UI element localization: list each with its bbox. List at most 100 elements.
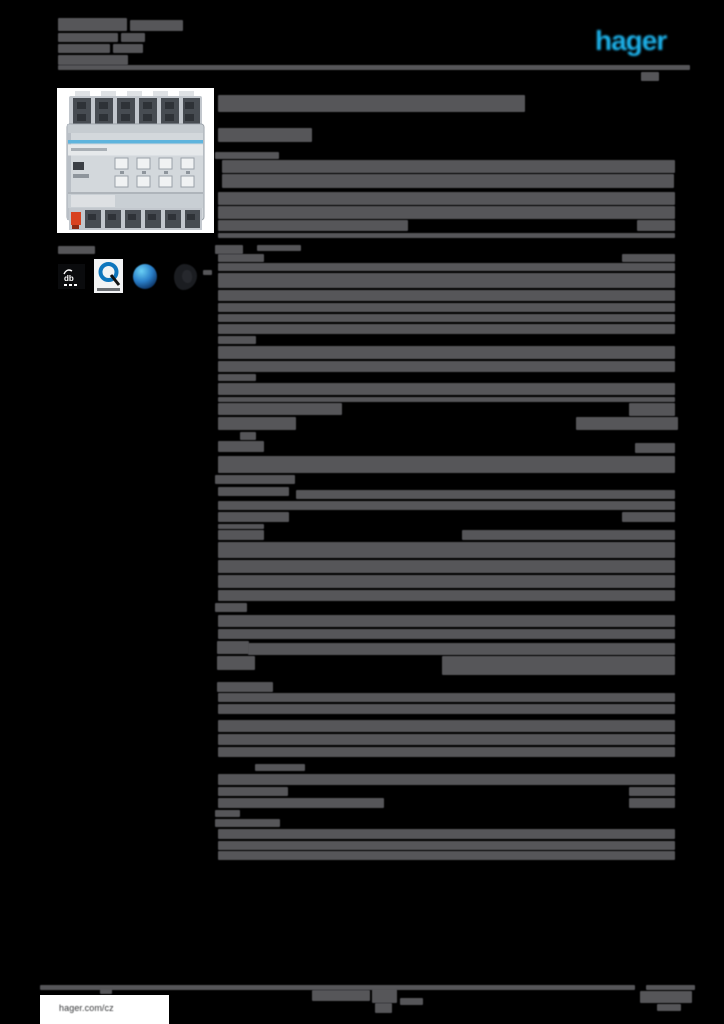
redacted-text-bar — [58, 246, 95, 254]
redacted-text-bar — [218, 314, 675, 322]
redacted-text-bar — [218, 361, 675, 372]
redacted-text-bar — [218, 336, 256, 344]
redacted-text-bar — [218, 233, 675, 238]
redacted-text-bar — [462, 530, 675, 540]
redacted-text-bar — [58, 65, 690, 70]
redacted-text-bar — [218, 734, 675, 745]
redacted-text-bar — [58, 33, 118, 42]
redacted-text-bar — [218, 747, 675, 757]
redacted-text-bar — [217, 682, 273, 692]
redacted-text-bar — [215, 810, 240, 817]
redacted-text-bar — [372, 989, 397, 1003]
redacted-text-bar — [218, 417, 296, 430]
knx-quality-q-icon — [94, 259, 123, 293]
redacted-text-bar — [217, 656, 255, 670]
redacted-text-bar — [215, 603, 247, 612]
redacted-text-bar — [218, 787, 288, 796]
redacted-text-bar — [657, 1004, 681, 1011]
redacted-text-bar — [629, 403, 675, 416]
redacted-text-bar — [218, 615, 675, 627]
redacted-text-bar — [218, 220, 408, 231]
redacted-text-bar — [121, 33, 145, 42]
redacted-text-bar — [40, 985, 635, 990]
redacted-text-bar — [218, 774, 675, 785]
redacted-text-bar — [218, 263, 675, 271]
redacted-text-bar — [296, 490, 675, 499]
redacted-text-bar — [218, 254, 264, 262]
redacted-text-bar — [637, 220, 675, 231]
redacted-text-bar — [218, 487, 289, 496]
redacted-text-bar — [218, 524, 264, 529]
redacted-text-bar — [217, 641, 249, 654]
redacted-text-bar — [218, 629, 675, 639]
redacted-text-bar — [113, 44, 143, 53]
blue-globe-sphere — [133, 264, 157, 289]
redacted-text-bar — [629, 798, 675, 808]
redacted-text-bar — [218, 704, 675, 714]
redacted-text-bar — [58, 55, 128, 65]
redacted-text-bar — [218, 560, 675, 573]
product-photo-drawing — [66, 91, 205, 230]
redacted-text-bar — [218, 798, 384, 808]
redacted-text-bar — [218, 397, 675, 402]
redacted-text-bar — [218, 128, 312, 142]
black-badge-icon: db — [58, 264, 85, 289]
redacted-text-bar — [218, 829, 675, 839]
redacted-text-bar — [218, 192, 675, 205]
redacted-text-bar — [218, 590, 675, 601]
redacted-text-bar — [218, 542, 675, 558]
redacted-text-bar — [222, 160, 675, 173]
redacted-text-bar — [218, 95, 525, 112]
redacted-text-bar — [218, 290, 675, 301]
redacted-text-bar — [218, 501, 675, 510]
dark-silhouette-shape — [174, 264, 197, 290]
redacted-text-bar — [442, 656, 675, 675]
redacted-text-bar — [218, 324, 675, 334]
redacted-text-bar — [58, 44, 110, 53]
hager-logo: hager — [595, 25, 667, 56]
redacted-text-bar — [100, 988, 112, 994]
redacted-text-bar — [218, 383, 675, 395]
redacted-text-bar — [218, 720, 675, 732]
redacted-text-bar — [622, 254, 675, 262]
redacted-text-bar — [215, 819, 280, 827]
redacted-text-bar — [240, 432, 256, 440]
redacted-text-bar — [646, 985, 695, 990]
redacted-text-bar — [218, 575, 675, 588]
redacted-text-bar — [218, 403, 342, 415]
redacted-text-bar — [255, 764, 305, 771]
dark-silhouette-icon — [172, 263, 199, 291]
blue-globe-icon — [132, 261, 158, 293]
redacted-text-bar — [640, 991, 692, 1003]
redacted-text-bar — [312, 990, 370, 1001]
redacted-text-bar — [248, 643, 675, 655]
redacted-text-bar — [622, 512, 675, 522]
redacted-text-bar — [215, 152, 279, 159]
redacted-text-bar — [218, 456, 675, 473]
redacted-text-bar — [218, 273, 675, 288]
footer-url-link[interactable]: hager.com/cz — [59, 1003, 114, 1013]
redacted-text-bar — [218, 346, 675, 359]
redacted-text-bar — [218, 693, 675, 702]
redacted-text-bar — [635, 443, 675, 453]
redacted-text-bar — [203, 270, 212, 275]
redacted-text-bar — [130, 20, 183, 31]
redacted-text-bar — [218, 841, 675, 850]
redacted-text-bar — [218, 206, 675, 219]
redacted-text-bar — [641, 72, 659, 81]
redacted-text-bar — [215, 245, 243, 254]
footer-url-box: hager.com/cz — [40, 995, 169, 1024]
redacted-text-bar — [375, 1003, 392, 1013]
svg-text:db: db — [64, 274, 74, 283]
redacted-text-bar — [218, 441, 264, 452]
redacted-text-bar — [218, 851, 675, 860]
redacted-text-bar — [218, 374, 256, 381]
redacted-text-bar — [257, 245, 301, 251]
redacted-text-bar — [222, 174, 674, 188]
din-rail-knx-device-photo — [57, 88, 214, 233]
redacted-text-bar — [629, 787, 675, 796]
redacted-text-bar — [215, 475, 295, 484]
redacted-text-bar — [218, 512, 289, 522]
redacted-text-bar — [576, 417, 678, 430]
